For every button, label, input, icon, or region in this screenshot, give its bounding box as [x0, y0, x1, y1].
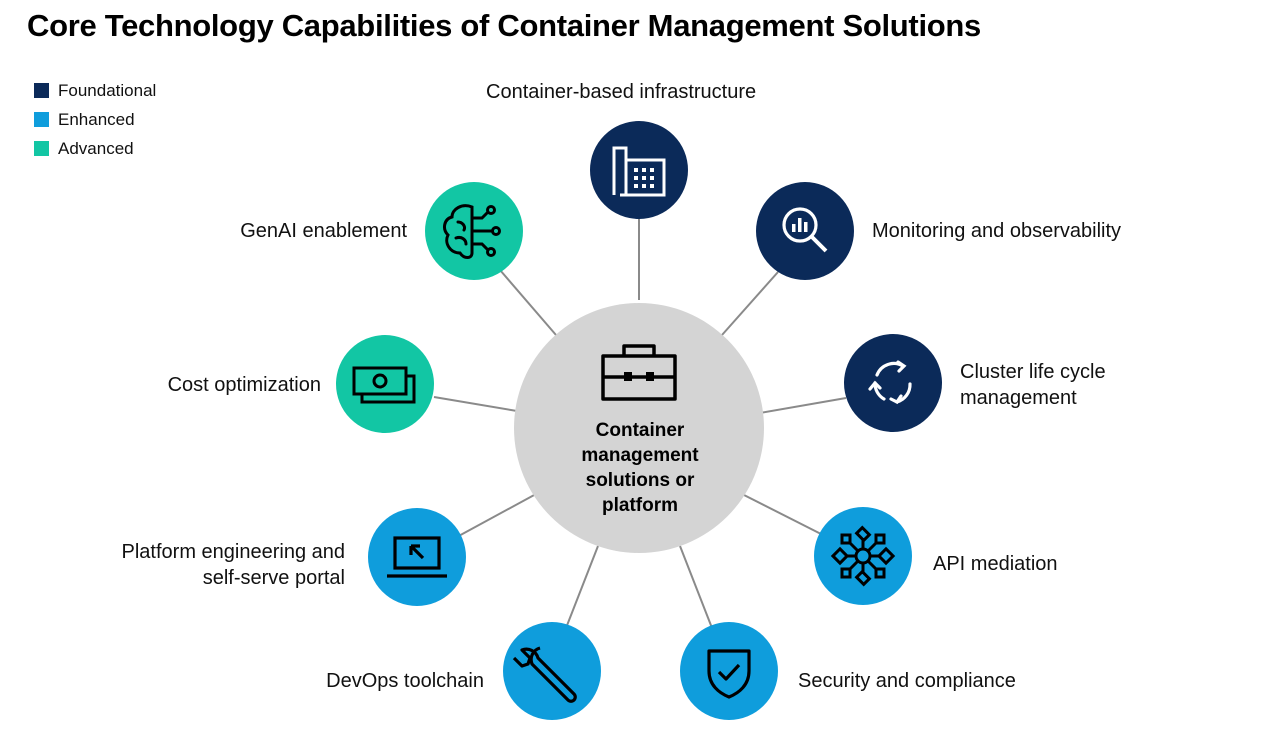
network-hub-icon	[830, 525, 896, 587]
connector-line	[565, 545, 599, 629]
capability-label-container-infrastructure: Container-based infrastructure	[486, 81, 757, 103]
connector-line	[454, 493, 537, 539]
page-title: Core Technology Capabilities of Containe…	[27, 8, 981, 43]
legend: Foundational Enhanced Advanced	[34, 76, 156, 163]
legend-item-enhanced: Enhanced	[34, 105, 156, 134]
capability-label-security: Security and compliance	[798, 670, 1016, 692]
hub-label: Container management solutions or platfo…	[540, 418, 740, 518]
capability-node-platform-engineering	[368, 508, 466, 606]
hub-label-line: platform	[602, 495, 678, 516]
capability-label-genai: GenAI enablement	[240, 220, 407, 242]
hub-circle	[514, 303, 764, 553]
briefcase-icon	[601, 344, 677, 401]
legend-label: Foundational	[58, 80, 157, 100]
money-icon	[352, 366, 416, 404]
capability-label-line: management	[960, 387, 1077, 409]
capability-node-container-infrastructure	[590, 121, 688, 219]
capability-label-line: Platform engineering and	[121, 541, 345, 563]
connector-line	[759, 397, 847, 414]
connector-line	[433, 396, 518, 412]
capability-label-api-mediation: API mediation	[933, 553, 1058, 575]
capability-label-line: Cluster life cycle	[960, 361, 1106, 383]
connector-lines	[433, 218, 847, 629]
connector-line	[499, 269, 557, 336]
legend-label: Advanced	[58, 138, 134, 158]
capability-node-cluster-lifecycle	[844, 334, 942, 432]
capability-label-monitoring: Monitoring and observability	[872, 220, 1122, 242]
legend-item-advanced: Advanced	[34, 134, 156, 163]
capability-label-platform-engineering: Platform engineering and self-serve port…	[122, 539, 345, 591]
wrench-icon	[512, 646, 577, 703]
magnifier-chart-icon	[782, 207, 828, 253]
legend-swatch-foundational	[34, 83, 49, 98]
capability-node-security	[680, 622, 778, 720]
legend-item-foundational: Foundational	[34, 76, 156, 105]
hub-label-line: solutions or	[585, 470, 695, 491]
building-icon	[612, 146, 666, 197]
shield-check-icon	[707, 649, 751, 699]
laptop-cursor-icon	[387, 536, 447, 578]
capability-label-line: self-serve portal	[202, 567, 345, 589]
capability-label-cluster-lifecycle: Cluster life cycle management	[960, 359, 1106, 411]
legend-swatch-enhanced	[34, 112, 49, 127]
capability-node-api-mediation	[814, 507, 912, 605]
connector-line	[721, 271, 779, 336]
hub-label-line: management	[581, 445, 699, 466]
capability-label-cost-optimization: Cost optimization	[167, 374, 321, 396]
connector-line	[679, 545, 713, 629]
legend-label: Enhanced	[58, 109, 135, 129]
legend-swatch-advanced	[34, 141, 49, 156]
connector-line	[741, 493, 824, 536]
hub-label-line: Container	[595, 420, 685, 441]
capability-label-devops: DevOps toolchain	[326, 670, 484, 692]
cycle-arrows-icon	[868, 360, 912, 405]
brain-circuit-icon	[443, 204, 501, 259]
